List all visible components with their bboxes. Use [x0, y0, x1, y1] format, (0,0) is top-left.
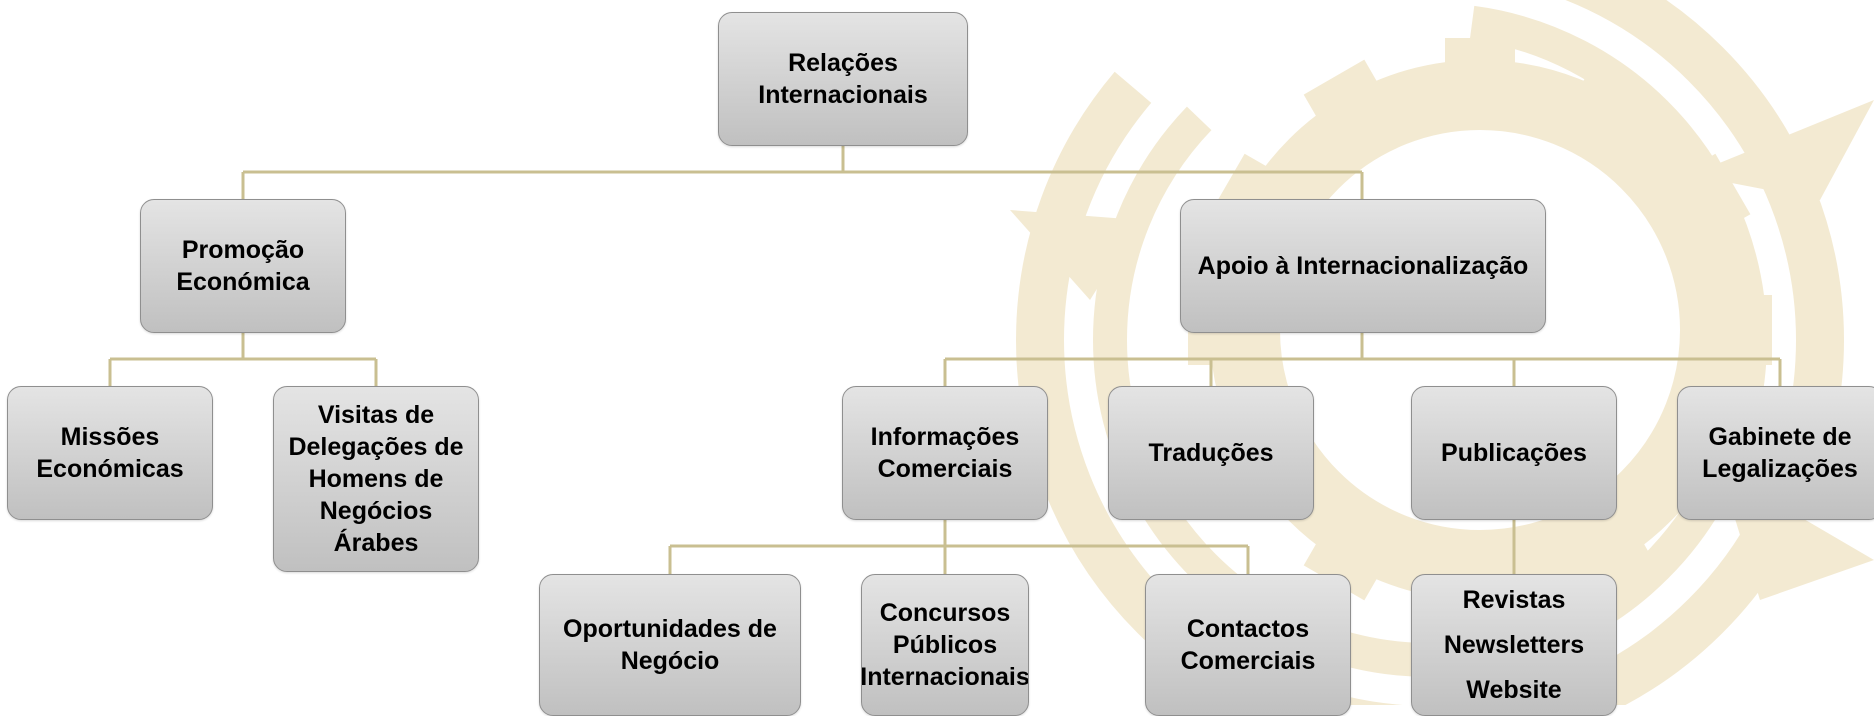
node-text: Árabes	[333, 529, 419, 557]
node-visitas-delegacoes: Visitas de Delegações de Homens de Negóc…	[273, 386, 479, 572]
node-text: Gabinete de	[1708, 423, 1852, 451]
node-informacoes-comerciais: Informações Comerciais	[842, 386, 1048, 520]
node-text: Oportunidades de	[563, 615, 777, 643]
node-text: Apoio à Internacionalização	[1197, 252, 1529, 280]
node-missoes-economicas: Missões Económicas	[7, 386, 213, 520]
node-text: Económica	[176, 268, 310, 296]
node-contactos-comerciais: Contactos Comerciais	[1145, 574, 1351, 716]
node-text: Internacionais	[861, 663, 1029, 691]
connector-informacoes	[668, 520, 1250, 574]
node-text: Negócio	[620, 647, 720, 675]
node-text: Publicações	[1441, 439, 1587, 467]
node-oportunidades-negocio: Oportunidades de Negócio	[539, 574, 801, 716]
connector-promocao	[108, 333, 378, 386]
node-text: Comerciais	[1180, 647, 1316, 675]
node-text: Concursos	[879, 599, 1011, 627]
node-text: Informações	[870, 423, 1020, 451]
node-text: Públicos	[892, 631, 998, 659]
node-text: Website	[1466, 675, 1562, 704]
node-text: Comerciais	[877, 455, 1013, 483]
node-text: Promoção	[181, 236, 305, 264]
node-text: Relações	[788, 49, 898, 77]
node-text: Missões	[60, 423, 160, 451]
node-promocao-economica: Promoção Económica	[140, 199, 346, 333]
node-text: Traduções	[1148, 439, 1274, 467]
node-text: Contactos	[1186, 615, 1310, 643]
node-text: Revistas	[1462, 585, 1566, 614]
node-text: Newsletters	[1443, 630, 1585, 659]
node-text: Económicas	[36, 455, 184, 483]
node-text: Negócios	[319, 497, 433, 525]
node-apoio-internacionalizacao: Apoio à Internacionalização	[1180, 199, 1546, 333]
node-gabinete-legalizacoes: Gabinete de Legalizações	[1677, 386, 1874, 520]
node-publicacoes: Publicações	[1411, 386, 1617, 520]
node-traducoes: Traduções	[1108, 386, 1314, 520]
node-relacoes-internacionais: Relações Internacionais	[718, 12, 968, 146]
node-text: Delegações de	[288, 433, 464, 461]
connector-apoio	[943, 333, 1782, 386]
node-text: Homens de	[308, 465, 444, 493]
node-text: Legalizações	[1702, 455, 1858, 483]
node-text: Internacionais	[758, 81, 928, 109]
node-concursos-publicos: Concursos Públicos Internacionais	[861, 574, 1029, 716]
connector-root	[241, 146, 1364, 199]
node-revistas-newsletters-website: Revistas Newsletters Website	[1411, 574, 1617, 716]
node-text: Visitas de	[317, 401, 435, 429]
